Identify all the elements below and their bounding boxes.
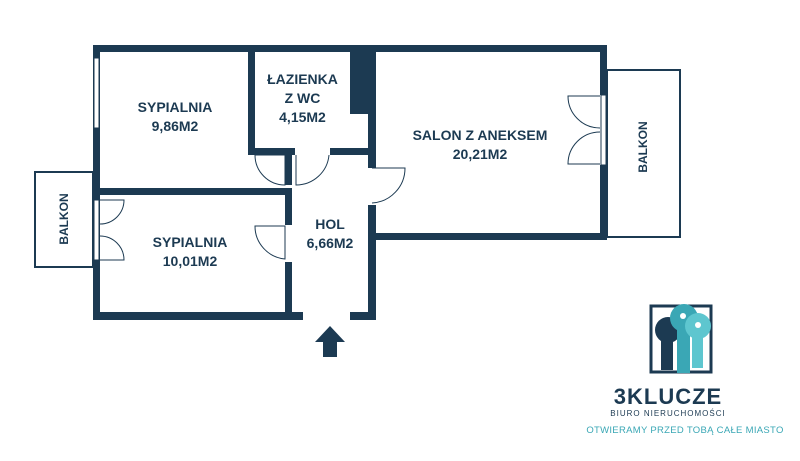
doors xyxy=(99,95,601,261)
room-area: 20,21M2 xyxy=(452,146,508,162)
room-bedroom1: SYPIALNIA 9,86M2 xyxy=(120,98,230,136)
room-name: ŁAZIENKA xyxy=(267,71,338,87)
walls xyxy=(93,45,607,320)
room-bedroom2: SYPIALNIA 10,01M2 xyxy=(130,233,250,271)
room-name: SALON Z ANEKSEM xyxy=(412,127,548,143)
logo-name: 3KLUCZE xyxy=(613,384,723,409)
entrance-arrow-icon xyxy=(315,326,345,357)
balcony-left xyxy=(34,171,94,268)
room-name: SYPIALNIA xyxy=(152,234,228,250)
balcony-right-label: BALKON xyxy=(636,121,650,173)
logo-tagline: OTWIERAMY PRZED TOBĄ CAŁE MIASTO xyxy=(586,425,784,436)
room-area: 4,15M2 xyxy=(279,109,326,125)
room-bathroom: ŁAZIENKA Z WC 4,15M2 xyxy=(255,70,350,127)
room-area: 6,66M2 xyxy=(306,235,354,251)
room-hall: HOL 6,66M2 xyxy=(292,215,368,253)
door-bedroom1 xyxy=(254,154,286,186)
window xyxy=(93,199,100,261)
room-name: Z WC xyxy=(284,90,321,106)
balcony-right xyxy=(606,69,681,238)
logo-keys-icon xyxy=(649,304,713,374)
room-name: SYPIALNIA xyxy=(137,99,213,115)
room-area: 9,86M2 xyxy=(151,118,199,134)
window xyxy=(600,94,607,166)
room-area: 10,01M2 xyxy=(162,253,218,269)
room-name: HOL xyxy=(315,216,345,232)
room-living: SALON Z ANEKSEM 20,21M2 xyxy=(400,126,560,164)
balcony-left-label: BALKON xyxy=(57,193,71,245)
logo-subtitle: BIURO NIERUCHOMOŚCI xyxy=(610,409,726,418)
window xyxy=(93,57,100,129)
